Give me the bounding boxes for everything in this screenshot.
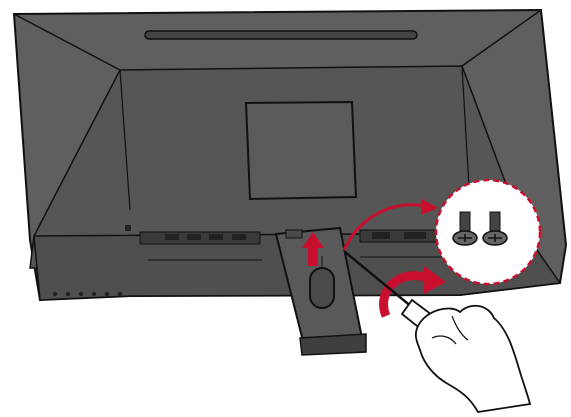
- stand-bracket-foot: [300, 334, 366, 355]
- stand-slot: [310, 268, 334, 308]
- hand-icon: [416, 306, 530, 412]
- screw-bubble: [436, 180, 540, 284]
- vesa-plate: [246, 102, 356, 199]
- top-vent-slot: [145, 31, 417, 39]
